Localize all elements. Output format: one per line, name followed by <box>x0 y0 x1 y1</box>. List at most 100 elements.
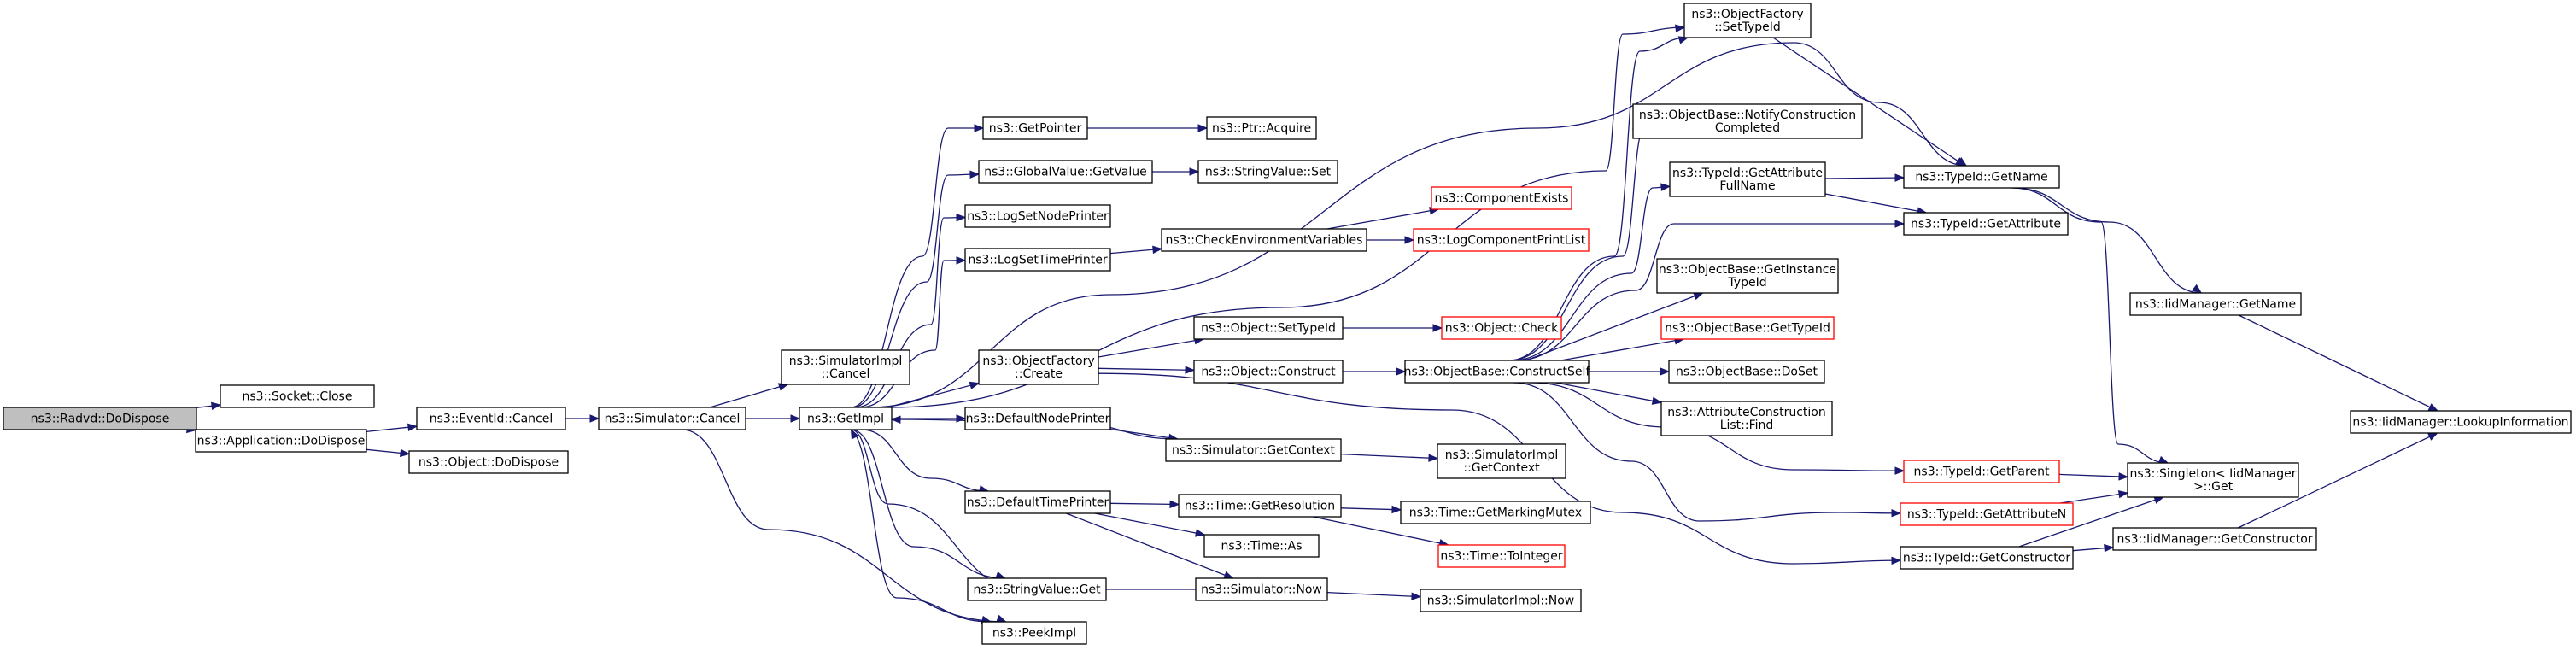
node-ob-notifyconstruction[interactable]: ns3::ObjectBase::NotifyConstructionCompl… <box>1632 103 1863 139</box>
node-getpointer[interactable]: ns3::GetPointer <box>982 116 1088 140</box>
node-box <box>982 116 1088 140</box>
node-singleton-get[interactable]: ns3::Singleton< IidManager >::Get <box>2127 462 2299 498</box>
node-ob-doset[interactable]: ns3::ObjectBase::DoSet <box>1668 360 1825 384</box>
node-typeid-getattribute[interactable]: ns3::TypeId::GetAttribute <box>1903 212 2069 236</box>
node-iid-getname[interactable]: ns3::IidManager::GetName <box>2129 292 2302 316</box>
node-label: ns3::Time::GetMarkingMutex <box>1409 507 1582 520</box>
node-typeid-getname[interactable]: ns3::TypeId::GetName <box>1903 165 2060 189</box>
node-obj-settypeid[interactable]: ns3::Object::SetTypeId <box>1193 316 1344 340</box>
edge-iid_getname-to-iid_lookupinfo <box>2238 314 2439 412</box>
node-sim-now[interactable]: ns3::Simulator::Now <box>1195 577 1328 601</box>
node-box <box>220 384 375 408</box>
node-sim-getcontext[interactable]: ns3::Simulator::GetContext <box>1165 438 1342 462</box>
node-box <box>598 407 746 430</box>
node-box <box>1165 438 1342 462</box>
node-box <box>978 349 1099 385</box>
node-box <box>1660 316 1835 340</box>
node-simimpl-cancel[interactable]: ns3::SimulatorImpl::Cancel <box>781 349 910 385</box>
node-of-settypeid[interactable]: ns3::ObjectFactory::SetTypeId <box>1683 3 1812 38</box>
edge-line <box>1098 372 1901 565</box>
edge-line <box>2018 496 2164 548</box>
node-label: ns3::ComponentExists <box>1435 192 1569 206</box>
node-logcompprint[interactable]: ns3::LogComponentPrintList <box>1413 228 1590 252</box>
node-gv-getvalue[interactable]: ns3::GlobalValue::GetValue <box>978 160 1153 184</box>
node-obj-check[interactable]: ns3::Object::Check <box>1441 316 1562 340</box>
node-logsetnodeprinter[interactable]: ns3::LogSetNodePrinter <box>964 204 1111 228</box>
node-box <box>1420 589 1582 612</box>
node-box <box>967 577 1107 601</box>
node-getimpl[interactable]: ns3::GetImpl <box>799 407 893 430</box>
node-box <box>1197 160 1338 184</box>
node-sv-get[interactable]: ns3::StringValue::Get <box>967 577 1107 601</box>
node-typeid-getattributen[interactable]: ns3::TypeId::GetAttributeN <box>1900 502 2074 526</box>
node-ptr-acquire[interactable]: ns3::Ptr::Acquire <box>1206 116 1317 140</box>
edge-line <box>1530 382 1905 471</box>
edge-arrowhead <box>1189 167 1200 176</box>
node-box <box>1400 501 1591 524</box>
node-box <box>781 349 910 385</box>
node-ob-constructself[interactable]: ns3::ObjectBase::ConstructSelf <box>1404 360 1591 384</box>
node-iid-getconstructor[interactable]: ns3::IidManager::GetConstructor <box>2112 527 2317 551</box>
node-label: ns3::LogSetTimePrinter <box>968 254 1108 267</box>
node-label: ::Create <box>1015 367 1063 381</box>
edge-line <box>1560 338 1684 361</box>
node-label: ns3::EventId::Cancel <box>430 413 553 426</box>
node-label: ns3::ObjectFactory <box>982 354 1094 368</box>
node-ob-gettypeid[interactable]: ns3::ObjectBase::GetTypeId <box>1660 316 1835 340</box>
node-box <box>195 429 367 453</box>
node-compexists[interactable]: ns3::ComponentExists <box>1431 186 1572 210</box>
edge-line <box>1098 338 1204 358</box>
edge-typeid_getconstructor-to-iid_getconstructor <box>2072 543 2115 553</box>
node-app-dodispose[interactable]: ns3::Application::DoDispose <box>195 429 367 453</box>
edge-line <box>1340 453 1438 460</box>
node-time-getmarkingmutex[interactable]: ns3::Time::GetMarkingMutex <box>1400 501 1591 524</box>
node-label: ns3::IidManager::LookupInformation <box>2352 416 2568 430</box>
node-box <box>964 407 1111 430</box>
node-object-dodispose[interactable]: ns3::Object::DoDispose <box>408 450 569 474</box>
node-label: ::GetContext <box>1463 461 1540 475</box>
node-simimpl-getcontext[interactable]: ns3::SimulatorImpl::GetContext <box>1437 443 1566 479</box>
node-socket-close[interactable]: ns3::Socket::Close <box>220 384 375 408</box>
edge-line <box>1525 292 1703 361</box>
edge-arrowhead <box>2117 489 2129 499</box>
node-defaulttimeprinter[interactable]: ns3::DefaultTimePrinter <box>964 490 1111 514</box>
node-time-getresolution[interactable]: ns3::Time::GetResolution <box>1178 494 1342 518</box>
edge-line <box>1098 367 1195 372</box>
node-obj-construct[interactable]: ns3::Object::Construct <box>1193 360 1344 384</box>
edge-typeid_getattrfullname-to-typeid_getname <box>1824 173 1906 182</box>
node-box <box>3 407 197 430</box>
edge-ob_constructself-to-ob_doset <box>1589 367 1671 376</box>
node-iid-lookupinfo[interactable]: ns3::IidManager::LookupInformation <box>2350 410 2572 434</box>
node-box <box>1161 228 1367 252</box>
node-label: ::SetTypeId <box>1714 20 1781 34</box>
node-peekimpl[interactable]: ns3::PeekImpl <box>981 621 1087 645</box>
node-simimpl-now[interactable]: ns3::SimulatorImpl::Now <box>1420 589 1582 612</box>
node-time-tointeger[interactable]: ns3::Time::ToInteger <box>1437 544 1566 568</box>
node-sv-set[interactable]: ns3::StringValue::Set <box>1197 160 1338 184</box>
edge-of_create-to-typeid_getconstructor <box>1098 372 1902 565</box>
edge-line <box>1326 591 1421 598</box>
node-defaultnodeprinter[interactable]: ns3::DefaultNodePrinter <box>964 407 1111 430</box>
node-logsettimeprinter[interactable]: ns3::LogSetTimePrinter <box>964 248 1111 272</box>
node-typeid-getparent[interactable]: ns3::TypeId::GetParent <box>1903 460 2060 483</box>
node-label: ns3::SimulatorImpl::Now <box>1427 594 1575 608</box>
node-of-create[interactable]: ns3::ObjectFactory::Create <box>978 349 1099 385</box>
node-typeid-getconstructor[interactable]: ns3::TypeId::GetConstructor <box>1900 546 2074 570</box>
edge-getimpl-to-of_create <box>887 381 981 408</box>
node-checkenv[interactable]: ns3::CheckEnvironmentVariables <box>1161 228 1367 252</box>
node-box <box>2112 527 2317 551</box>
edge-arrowhead <box>1891 556 1902 565</box>
edge-getimpl-to-sv_get <box>851 429 1006 580</box>
node-sim-cancel[interactable]: ns3::Simulator::Cancel <box>598 407 746 430</box>
edge-arrowhead <box>1660 367 1671 376</box>
node-radvd-dodispose[interactable]: ns3::Radvd::DoDispose <box>3 407 197 430</box>
node-box <box>1903 212 2069 236</box>
edge-sim_cancel-to-simimpl_cancel <box>709 383 789 408</box>
node-box <box>1437 544 1566 568</box>
edge-arrowhead <box>1693 292 1704 301</box>
node-time-as[interactable]: ns3::Time::As <box>1203 534 1320 558</box>
node-eventid-cancel[interactable]: ns3::EventId::Cancel <box>416 407 566 430</box>
